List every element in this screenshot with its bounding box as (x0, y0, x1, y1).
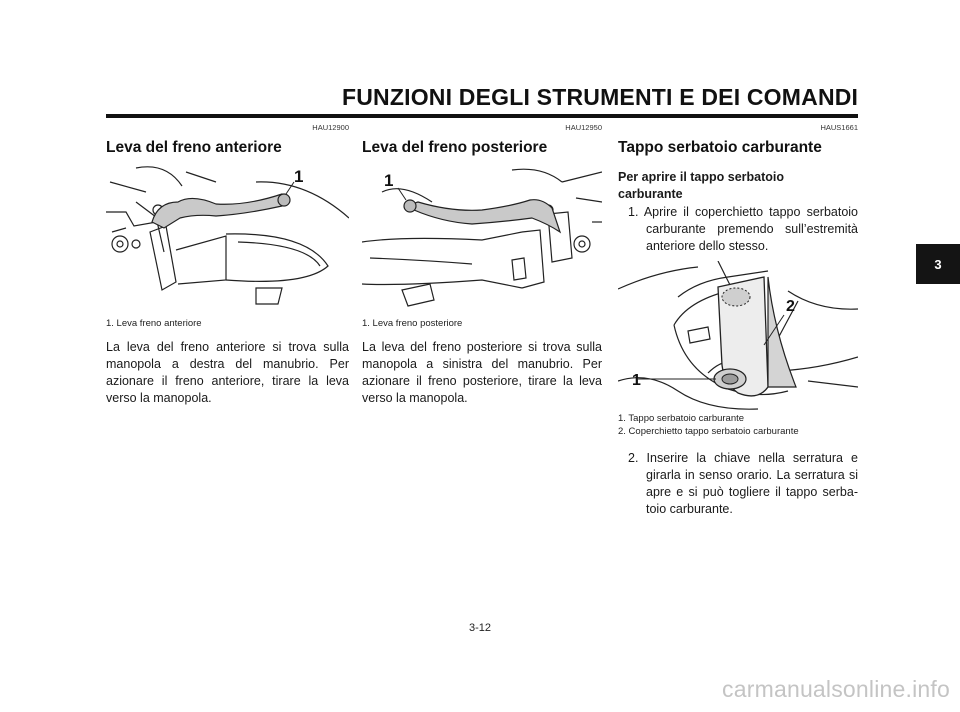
section-code: HAUS1661 (820, 123, 858, 132)
page-header-title: FUNZIONI DEGLI STRUMENTI E DEI COMANDI (342, 84, 859, 110)
figure-caption-1: 1. Tappo serbatoio carburante (618, 413, 745, 424)
section-title: Leva del freno anteriore (106, 139, 282, 156)
section-rear-brake: HAU12950 Leva del freno posteriore (362, 120, 602, 407)
chapter-tab[interactable]: 3 (916, 244, 960, 284)
watermark[interactable]: carmanualsonline.info (722, 676, 950, 702)
section-front-brake: HAU12900 Leva del freno anteriore (106, 120, 349, 407)
subsection-heading: Per aprire il tappo serbatoio carburante (618, 170, 785, 201)
section-fuel-cap: HAUS1661 Tappo serbatoio carburante Per … (618, 120, 858, 518)
figure-caption-2: 2. Coperchietto tappo serbatoio carburan… (618, 426, 799, 437)
figure-callout-1: 1 (294, 167, 303, 186)
header-rule (106, 114, 858, 118)
section-code: HAU12900 (312, 123, 349, 132)
front-brake-illustration: 1 (106, 162, 349, 310)
section-title: Tappo serbatoio carburante (618, 139, 822, 156)
step-1: 1. Aprire il coperchietto tappo serbatoi… (628, 205, 858, 253)
rear-brake-illustration: 1 (362, 162, 602, 310)
section-body: La leva del freno anteriore si trova sul… (106, 340, 349, 405)
step-2: 2. Inserire la chiave nella serratura e … (628, 451, 858, 516)
page-number: 3-12 (468, 622, 492, 634)
fuel-cap-illustration: 1 2 (618, 261, 858, 411)
figure-callout-1: 1 (632, 372, 641, 389)
section-code: HAU12950 (565, 123, 602, 132)
figure-callout-2: 2 (786, 298, 795, 315)
figure-caption: 1. Leva freno anteriore (106, 318, 202, 329)
figure-callout-1: 1 (384, 171, 393, 190)
section-title: Leva del freno posteriore (362, 139, 548, 156)
figure-caption: 1. Leva freno posteriore (362, 318, 463, 329)
section-body: La leva del freno posteriore si trova su… (362, 340, 602, 405)
